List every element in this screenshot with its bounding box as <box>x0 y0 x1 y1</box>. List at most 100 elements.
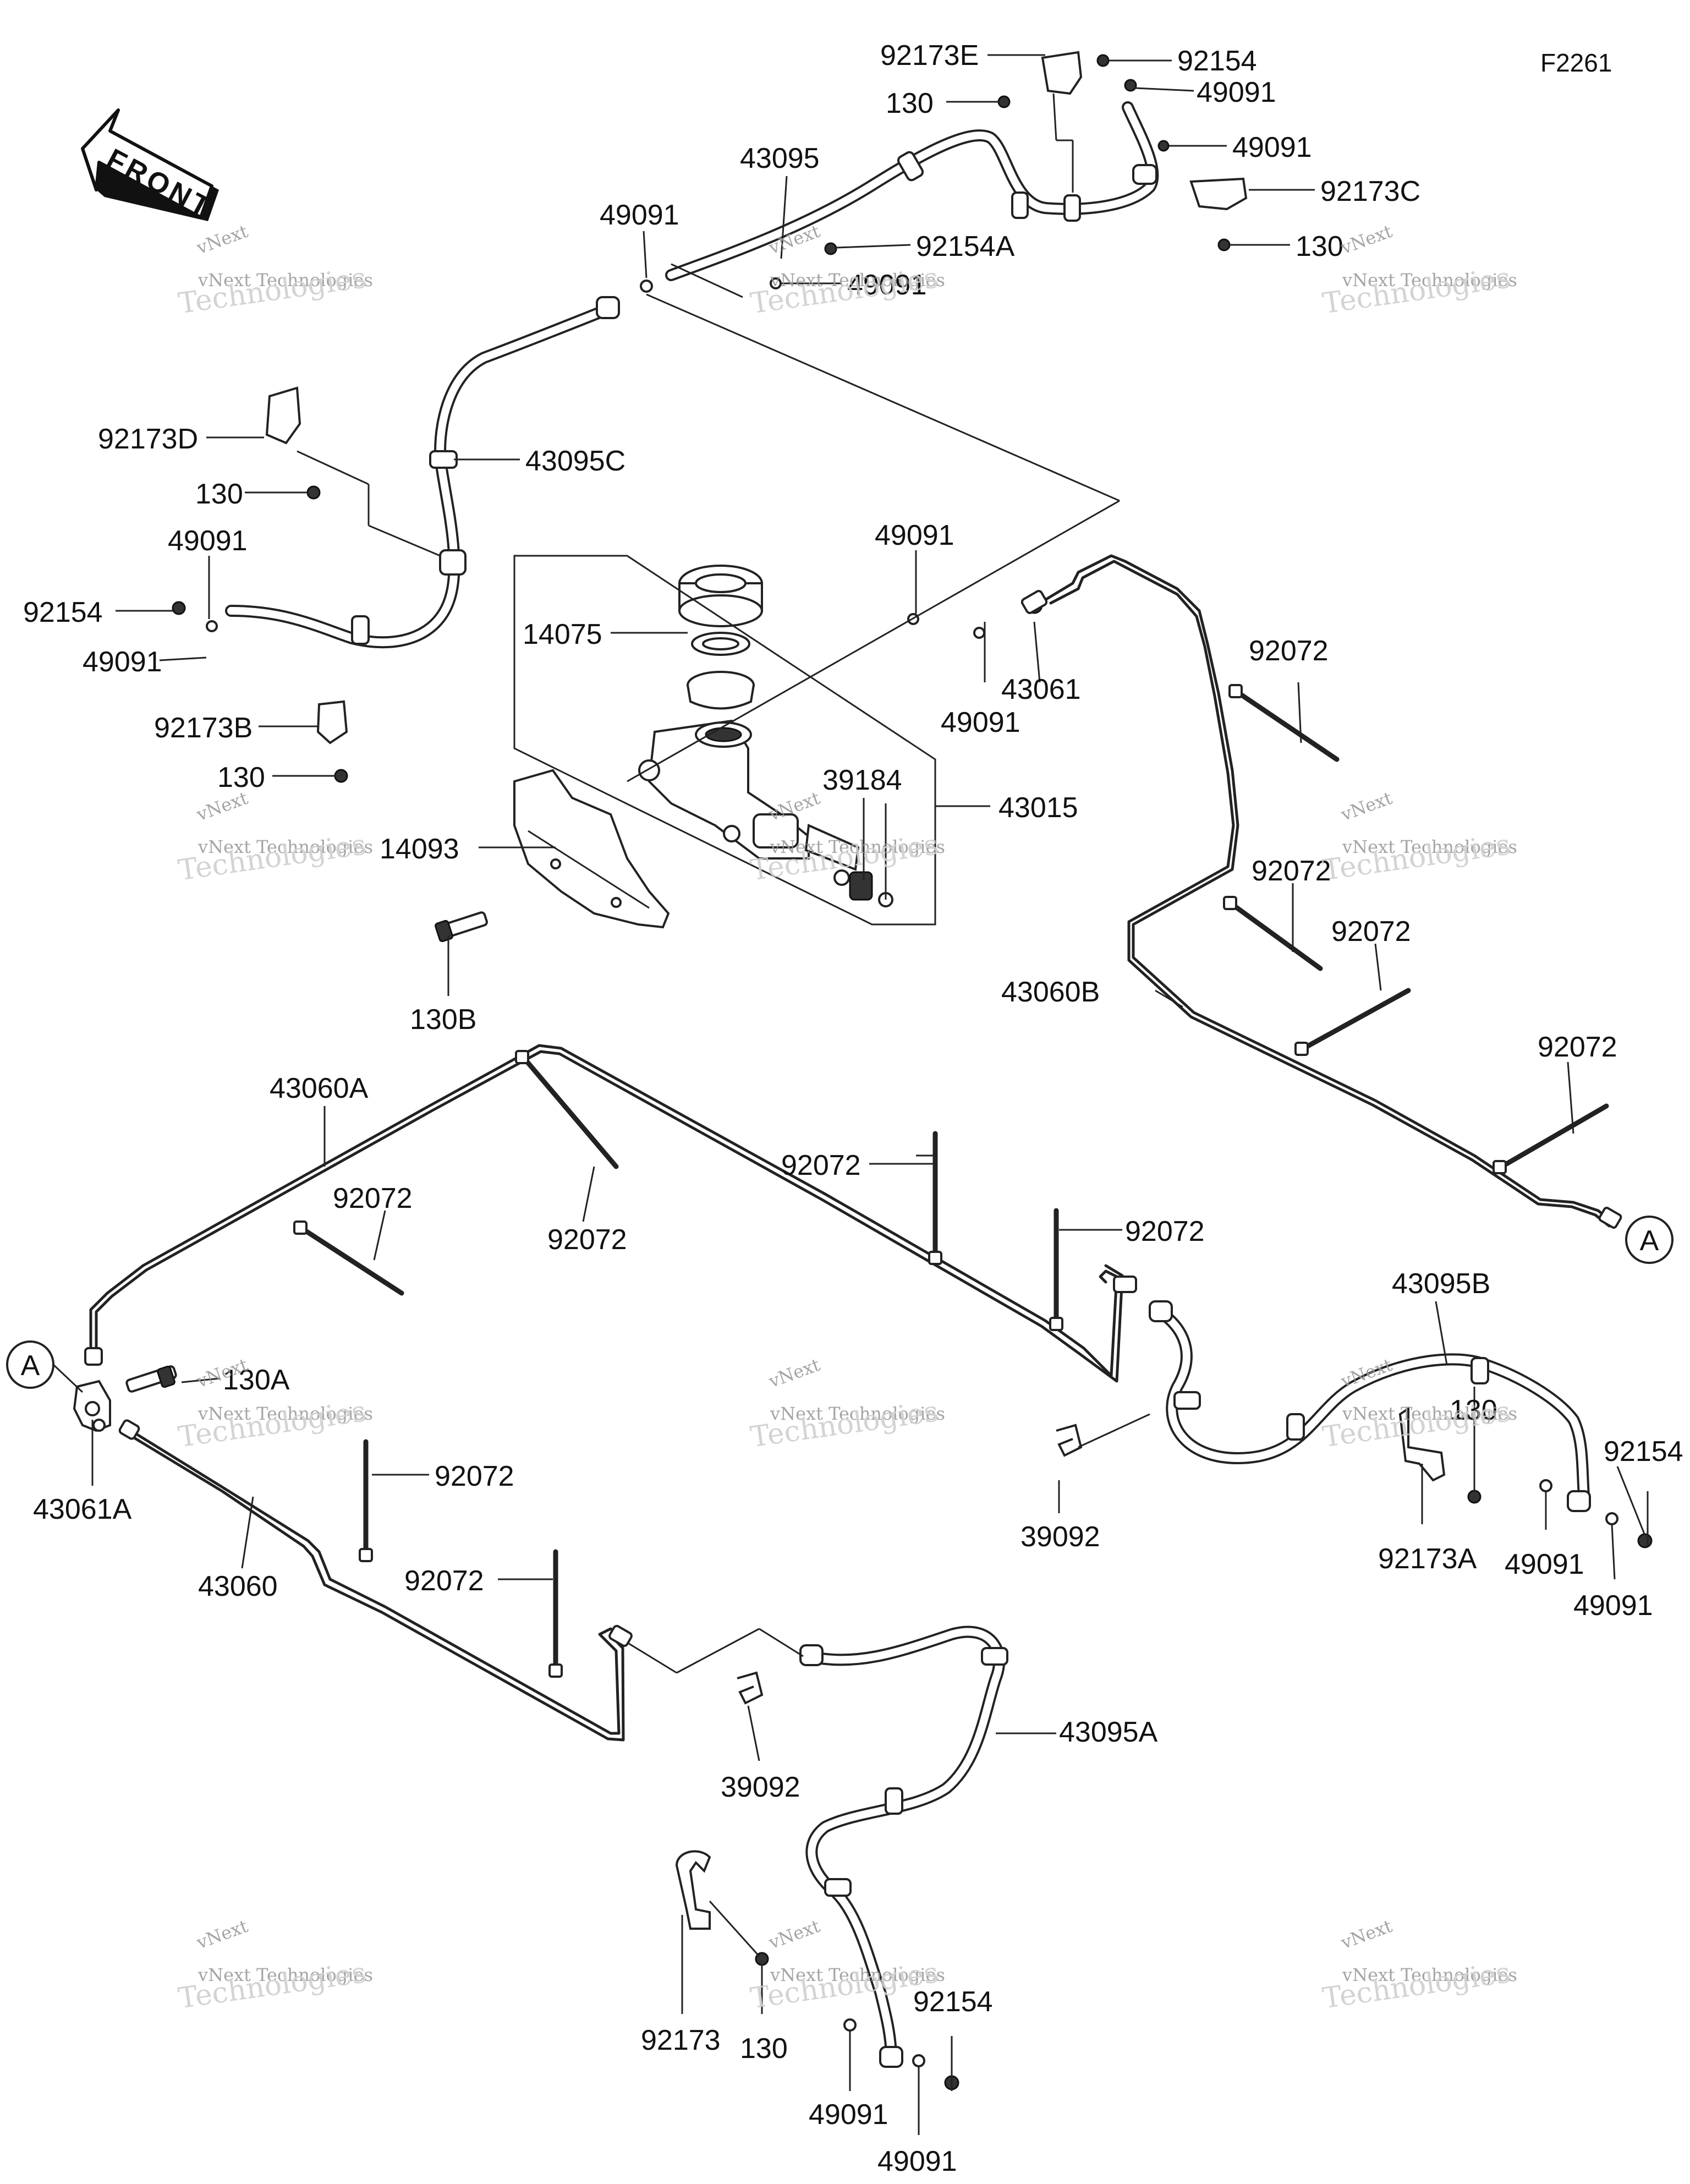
ref-a-right-label: A <box>1640 1225 1659 1257</box>
label-43015: 43015 <box>998 792 1078 824</box>
bracket-92173c <box>1189 177 1248 211</box>
label-92072-l1: 92072 <box>435 1460 514 1492</box>
watermark-small: vNext Technologies <box>770 270 945 291</box>
watermark-top: vNext <box>194 1915 251 1953</box>
label-92154a: 92154A <box>916 231 1015 262</box>
hose-43095c <box>225 296 620 649</box>
hose-43095a <box>799 1625 1008 2068</box>
label-49091-bb1: 49091 <box>809 2099 888 2131</box>
label-39092-r: 39092 <box>1020 1521 1100 1553</box>
reference-a-left: A <box>6 1340 84 1393</box>
label-49091-l2: 49091 <box>83 646 162 678</box>
label-92072-r2: 92072 <box>1252 855 1331 887</box>
label-49091-tr2: 49091 <box>1232 132 1312 163</box>
bracket-92173 <box>675 1850 711 1930</box>
watermark-small: vNext Technologies <box>1342 1403 1517 1424</box>
label-92173c: 92173C <box>1320 176 1420 207</box>
label-92173d: 92173D <box>98 423 198 455</box>
watermark-small: vNext Technologies <box>770 836 945 857</box>
watermark-top: vNext <box>766 1354 823 1392</box>
reservoir-cap-14075 <box>678 565 763 710</box>
watermark-top: vNext <box>1338 787 1395 825</box>
label-43060: 43060 <box>198 1570 278 1602</box>
label-92072-m3: 92072 <box>781 1150 861 1181</box>
label-49091-rb2: 49091 <box>1573 1590 1653 1622</box>
label-43061a: 43061A <box>33 1493 132 1525</box>
watermark-small: vNext Technologies <box>197 270 373 291</box>
label-130-tr: 130 <box>1296 231 1343 262</box>
leader-lines <box>91 54 1649 2135</box>
bracket-92173d <box>265 386 301 445</box>
hose-43095b <box>1149 1300 1591 1512</box>
heat-shield-14093 <box>513 769 670 929</box>
label-92154-rb: 92154 <box>1604 1436 1683 1468</box>
cable-ties-92072 <box>293 684 1609 1678</box>
label-92072-m1: 92072 <box>333 1183 413 1214</box>
callout-labels: 92173E 130 92154 49091 49091 92173C 130 … <box>23 40 1683 2177</box>
watermark-small: vNext Technologies <box>1342 1964 1517 1985</box>
label-92154-l: 92154 <box>23 596 103 628</box>
label-49091-tr1: 49091 <box>1197 76 1276 108</box>
label-49091-rb1: 49091 <box>1505 1548 1584 1580</box>
label-92072-r4: 92072 <box>1538 1031 1617 1063</box>
ref-a-left-label: A <box>21 1350 40 1382</box>
label-43095a: 43095A <box>1059 1716 1158 1748</box>
label-43060b: 43060B <box>1001 976 1100 1008</box>
label-92173b: 92173B <box>154 712 253 744</box>
label-39184: 39184 <box>822 764 902 796</box>
brake-line-43060b <box>1020 554 1622 1229</box>
label-43095b: 43095B <box>1392 1268 1490 1300</box>
label-49091-c2: 49091 <box>941 707 1020 738</box>
figure-code: F2261 <box>1540 48 1612 77</box>
watermark-small: vNext Technologies <box>197 1964 373 1985</box>
label-130-rb: 130 <box>1450 1394 1497 1426</box>
label-43095c: 43095C <box>525 445 625 477</box>
label-92072-r3: 92072 <box>1331 916 1411 948</box>
watermark-small: vNext Technologies <box>197 1403 373 1424</box>
label-49091-mid: 49091 <box>847 269 927 301</box>
watermark-top: vNext <box>1338 1915 1395 1953</box>
label-39092-b: 39092 <box>721 1771 800 1803</box>
hose-43095 <box>665 101 1159 281</box>
label-14093: 14093 <box>380 833 459 865</box>
watermark-small: vNext Technologies <box>1342 836 1517 857</box>
label-130-bb: 130 <box>740 2033 788 2065</box>
brake-line-43060 <box>118 1419 633 1742</box>
watermark-small: vNext Technologies <box>1342 270 1517 291</box>
label-92173: 92173 <box>641 2024 721 2056</box>
watermark-small: vNext Technologies <box>197 836 373 857</box>
small-hardware <box>172 54 1653 2090</box>
label-130b: 130B <box>410 1004 476 1036</box>
watermark-top: vNext <box>766 1915 823 1953</box>
label-92072-m4: 92072 <box>1125 1216 1205 1247</box>
bracket-92173b <box>316 700 348 745</box>
label-49091-tl: 49091 <box>600 199 679 231</box>
watermarks: vNext vNext Technologies Technologies vN… <box>176 221 1517 2016</box>
label-43060a: 43060A <box>270 1072 369 1104</box>
brake-line-43060a <box>84 1044 1137 1383</box>
label-43095: 43095 <box>740 143 820 174</box>
bracket-92173a <box>1398 1406 1446 1482</box>
master-cylinder-43015 <box>513 555 936 926</box>
label-92154-top: 92154 <box>1177 45 1257 77</box>
watermark-top: vNext <box>194 221 251 259</box>
label-43061: 43061 <box>1001 674 1081 705</box>
label-92072-r1: 92072 <box>1249 635 1329 667</box>
front-arrow-icon: FRONT <box>81 108 219 225</box>
label-49091-c: 49091 <box>875 519 954 551</box>
clip-39092-bottom <box>737 1671 764 1705</box>
label-92072-l2: 92072 <box>404 1565 484 1597</box>
clip-39092-right <box>1056 1424 1083 1457</box>
label-49091-l1: 49091 <box>168 525 248 557</box>
bolt-130b <box>435 911 488 943</box>
bracket-92173e <box>1041 51 1083 95</box>
label-130-top: 130 <box>886 87 934 119</box>
watermark-small: vNext Technologies <box>770 1964 945 1985</box>
label-130a: 130A <box>223 1364 290 1396</box>
label-92072-m2: 92072 <box>547 1224 627 1256</box>
label-92173e: 92173E <box>880 40 979 72</box>
label-14075: 14075 <box>523 618 602 650</box>
reference-a-right: A <box>1625 1216 1673 1264</box>
label-49091-bb2: 49091 <box>877 2145 957 2177</box>
